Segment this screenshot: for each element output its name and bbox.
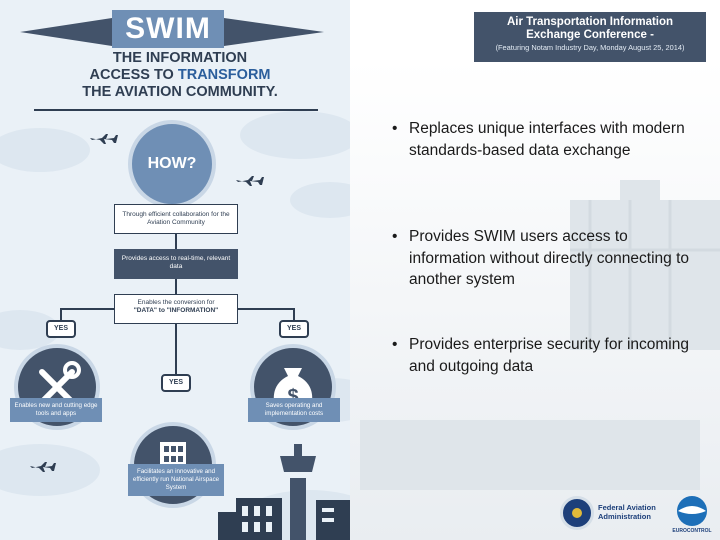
outcome-efficient-airspace: Facilitates an innovative and efficientl… — [128, 464, 224, 496]
headline-line-2: ACCESS TO TRANSFORM — [70, 67, 290, 84]
sky-clouds-background — [0, 111, 350, 540]
faa-wordmark: Federal Aviation Administration — [598, 503, 660, 521]
eurocontrol-wordmark: EUROCONTROL — [672, 528, 712, 534]
faded-background-photo — [350, 60, 720, 540]
step3-line-2: "DATA" to "INFORMATION" — [133, 307, 219, 314]
eurocontrol-icon — [677, 496, 707, 526]
footer-logos: Federal Aviation Administration EUROCONT… — [560, 494, 716, 536]
bullet-marker: • — [392, 336, 398, 353]
connector-line — [175, 279, 177, 294]
bullet-text: Replaces unique interfaces with modern s… — [409, 120, 685, 159]
bullet-item: • Replaces unique interfaces with modern… — [392, 118, 692, 161]
banner-ribbon-right — [224, 18, 324, 46]
headline-line-1: THE INFORMATION — [112, 50, 248, 66]
bullet-item: • Provides SWIM users access to informat… — [392, 226, 692, 291]
faa-seal-icon — [560, 496, 594, 530]
branch-line — [175, 324, 177, 374]
headline-line-2-start: ACCESS TO — [89, 67, 178, 83]
headline-line-3: THE AVIATION COMMUNITY. — [82, 84, 278, 100]
conference-banner: Air Transportation Information Exchange … — [474, 12, 706, 62]
eurocontrol-logo: EUROCONTROL — [670, 494, 714, 536]
headline-accent-word: TRANSFORM — [177, 67, 271, 83]
tools-icon — [39, 361, 81, 405]
yes-badge-left: YES — [46, 320, 76, 338]
outcome-saves-costs: Saves operating and implementation costs — [248, 398, 340, 422]
connector-line — [175, 234, 177, 249]
how-circle: HOW? — [128, 120, 216, 218]
branch-line — [293, 308, 295, 320]
branch-line-right — [238, 308, 294, 310]
branch-line — [60, 308, 62, 320]
conference-subtitle: (Featuring Notam Industry Day, Monday Au… — [495, 43, 685, 52]
branch-line-left — [60, 308, 114, 310]
swim-infographic: SWIM THE INFORMATION ACCESS TO TRANSFORM… — [0, 0, 350, 540]
step-real-time-data: Provides access to real-time, relevant d… — [114, 249, 238, 279]
infographic-headline: THE INFORMATION ACCESS TO TRANSFORM THE … — [70, 50, 290, 101]
conference-title-line-1: Air Transportation Information — [506, 16, 674, 28]
outcome-new-tools: Enables new and cutting edge tools and a… — [10, 398, 102, 422]
step-data-to-information: Enables the conversion for "DATA" to "IN… — [114, 294, 238, 324]
step3-line-1: Enables the conversion for — [137, 299, 215, 306]
control-tower-icon — [280, 444, 316, 540]
swim-banner-title: SWIM — [112, 10, 224, 48]
airplane-icon — [30, 134, 264, 472]
building-icon — [218, 498, 350, 540]
faa-line-1: Federal Aviation — [598, 503, 656, 512]
bullet-text: Provides SWIM users access to informatio… — [409, 228, 690, 288]
yes-badge-center: YES — [161, 374, 191, 392]
bullet-item: • Provides enterprise security for incom… — [392, 334, 692, 377]
bullet-marker: • — [392, 120, 398, 137]
conference-title-line-2: Exchange Conference - — [526, 29, 654, 41]
banner-ribbon-left — [20, 18, 112, 46]
svg-text:$: $ — [287, 386, 298, 408]
faa-line-2: Administration — [598, 512, 651, 521]
bullet-text: Provides enterprise security for incomin… — [409, 336, 689, 375]
bullet-marker: • — [392, 228, 398, 245]
headline-divider — [34, 109, 318, 111]
yes-badge-right: YES — [279, 320, 309, 338]
step-collaboration: Through efficient collaboration for the … — [114, 204, 238, 234]
